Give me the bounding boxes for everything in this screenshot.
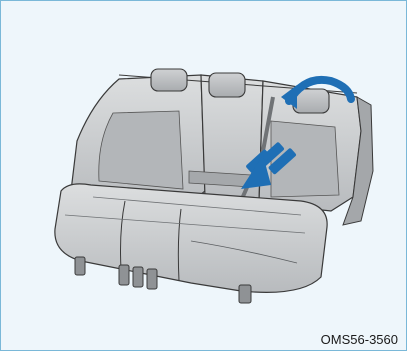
figure-code-label: OMS56-3560 bbox=[319, 332, 400, 347]
headrest-left bbox=[151, 69, 187, 91]
seat-cushion bbox=[55, 184, 327, 293]
headrest-center bbox=[209, 73, 245, 97]
